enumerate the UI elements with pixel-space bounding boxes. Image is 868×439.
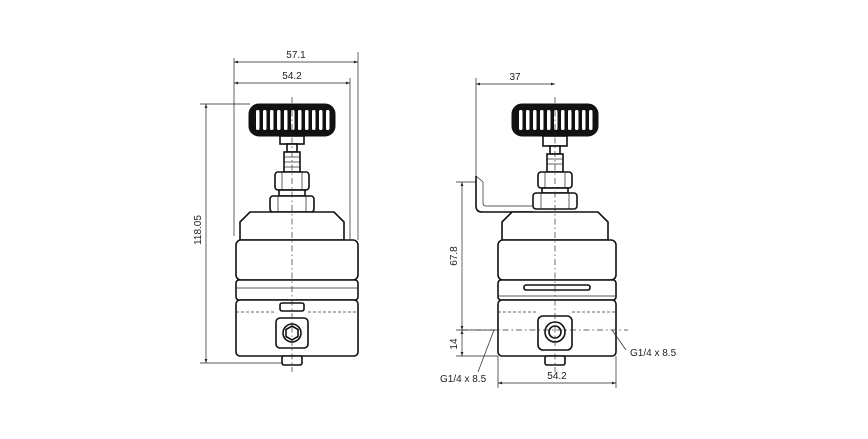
knob-rib (312, 110, 316, 130)
side-stem (532, 145, 578, 210)
dim-front-body-width: 54.2 (234, 71, 351, 240)
leader-right-port: G1/4 x 8.5 (611, 329, 677, 359)
dim-side-height: 67.8 (449, 181, 498, 331)
knob-rib (540, 110, 544, 130)
knob-rib (319, 110, 323, 130)
knob-rib (519, 110, 523, 130)
front-body (235, 211, 359, 366)
knob-rib (291, 110, 295, 130)
knob-rib (263, 110, 267, 130)
front-view: 57.1 54.2 118.05 (193, 50, 359, 372)
knob-rib (582, 110, 586, 130)
side-view: 37 67.8 14 54.2 G1/4 x 8.5 G1/ (440, 72, 677, 388)
svg-text:67.8: 67.8 (449, 246, 460, 266)
knob-rib (305, 110, 309, 130)
leader-left-port: G1/4 x 8.5 (440, 329, 495, 385)
knob-rib (561, 110, 565, 130)
svg-text:37: 37 (509, 72, 521, 83)
svg-text:14: 14 (449, 338, 460, 350)
knob-rib (326, 110, 330, 130)
svg-text:54.2: 54.2 (282, 71, 302, 82)
dim-front-height: 118.05 (193, 103, 282, 364)
knob-rib (526, 110, 530, 130)
side-body (497, 211, 617, 366)
knob-rib (533, 110, 537, 130)
knob-rib (547, 110, 551, 130)
svg-text:118.05: 118.05 (193, 215, 204, 245)
svg-text:G1/4 x 8.5: G1/4 x 8.5 (630, 348, 677, 359)
dim-side-body-width: 54.2 (497, 356, 617, 388)
knob-rib (277, 110, 281, 130)
knob-rib (575, 110, 579, 130)
knob-rib (284, 110, 288, 130)
side-bracket (475, 175, 533, 213)
svg-text:G1/4 x 8.5: G1/4 x 8.5 (440, 374, 487, 385)
dim-side-port-height: 14 (449, 330, 498, 357)
knob-rib (568, 110, 572, 130)
knob-rib (589, 110, 593, 130)
knob-rib (256, 110, 260, 130)
knob-rib (554, 110, 558, 130)
dim-front-overall-width: 57.1 (233, 50, 359, 240)
knob-rib (298, 110, 302, 130)
dim-side-offset: 37 (475, 72, 555, 176)
svg-text:57.1: 57.1 (286, 50, 306, 61)
knob-rib (270, 110, 274, 130)
svg-text:54.2: 54.2 (547, 371, 567, 382)
